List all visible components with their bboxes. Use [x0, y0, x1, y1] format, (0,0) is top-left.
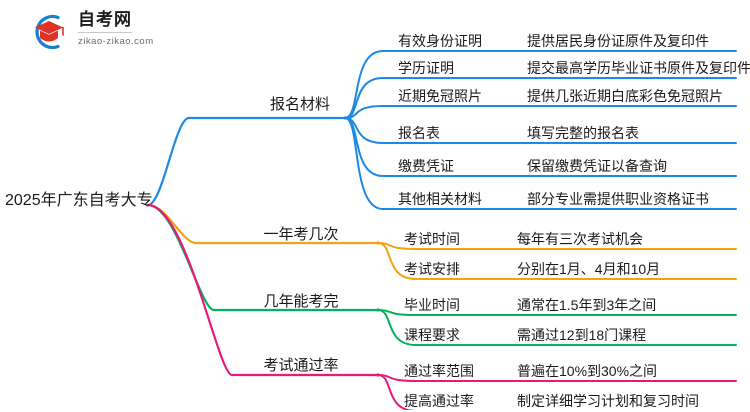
leaf-connector-registration-materials-2 [344, 105, 737, 119]
site-logo: 自考网 zikao-zikao.com [28, 9, 208, 55]
branch-trunk-registration-materials [146, 116, 347, 207]
branch-label-exams-per-year[interactable]: 一年考几次 [263, 226, 339, 243]
leaf-value: 填写完整的报名表 [527, 125, 639, 141]
root-node-label[interactable]: 2025年广东自考大专 [5, 192, 153, 209]
leaf-key: 提高通过率 [404, 393, 474, 409]
leaf-value: 普遍在10%到30%之间 [517, 363, 658, 379]
leaf-key: 毕业时间 [404, 297, 460, 313]
logo-text-block: 自考网 zikao-zikao.com [78, 10, 208, 47]
branch-label-registration-materials[interactable]: 报名材料 [269, 96, 331, 113]
fan-hub-registration-materials [343, 116, 347, 120]
leaf-value: 需通过12到18门课程 [517, 327, 647, 343]
leaf-key: 近期免冠照片 [398, 88, 482, 104]
fan-hub-exams-per-year [376, 241, 380, 245]
leaf-key: 学历证明 [398, 60, 454, 76]
branch-label-pass-rate[interactable]: 考试通过率 [263, 357, 339, 374]
branch-label-years-to-finish[interactable]: 几年能考完 [263, 293, 339, 310]
logo-domain: zikao-zikao.com [78, 36, 154, 47]
fan-hub-pass-rate [376, 373, 380, 377]
leaf-value: 分别在1月、4月和10月 [517, 261, 661, 277]
leaf-key: 缴费凭证 [398, 158, 454, 174]
leaf-value: 提供几张近期白底彩色免冠照片 [527, 88, 723, 104]
leaf-value: 每年有三次考试机会 [517, 231, 643, 247]
leaf-value: 部分专业需提供职业资格证书 [527, 191, 709, 207]
leaf-value: 制定详细学习计划和复习时间 [517, 393, 699, 409]
fan-hub-years-to-finish [376, 308, 380, 312]
leaf-key: 报名表 [398, 125, 440, 141]
leaf-key: 考试时间 [404, 231, 460, 247]
leaf-key: 通过率范围 [404, 363, 474, 379]
leaf-key: 课程要求 [404, 327, 460, 343]
logo-title: 自考网 [78, 10, 132, 33]
leaf-value: 通常在1.5年到3年之间 [517, 297, 657, 313]
leaf-key: 有效身份证明 [398, 33, 482, 49]
leaf-key: 考试安排 [404, 261, 460, 277]
leaf-value: 提交最高学历毕业证书原件及复印件 [527, 60, 750, 76]
graduation-cap-icon [35, 14, 64, 50]
leaf-key: 其他相关材料 [398, 191, 482, 207]
leaf-value: 提供居民身份证原件及复印件 [527, 33, 709, 49]
leaf-value: 保留缴费凭证以备查询 [527, 158, 667, 174]
